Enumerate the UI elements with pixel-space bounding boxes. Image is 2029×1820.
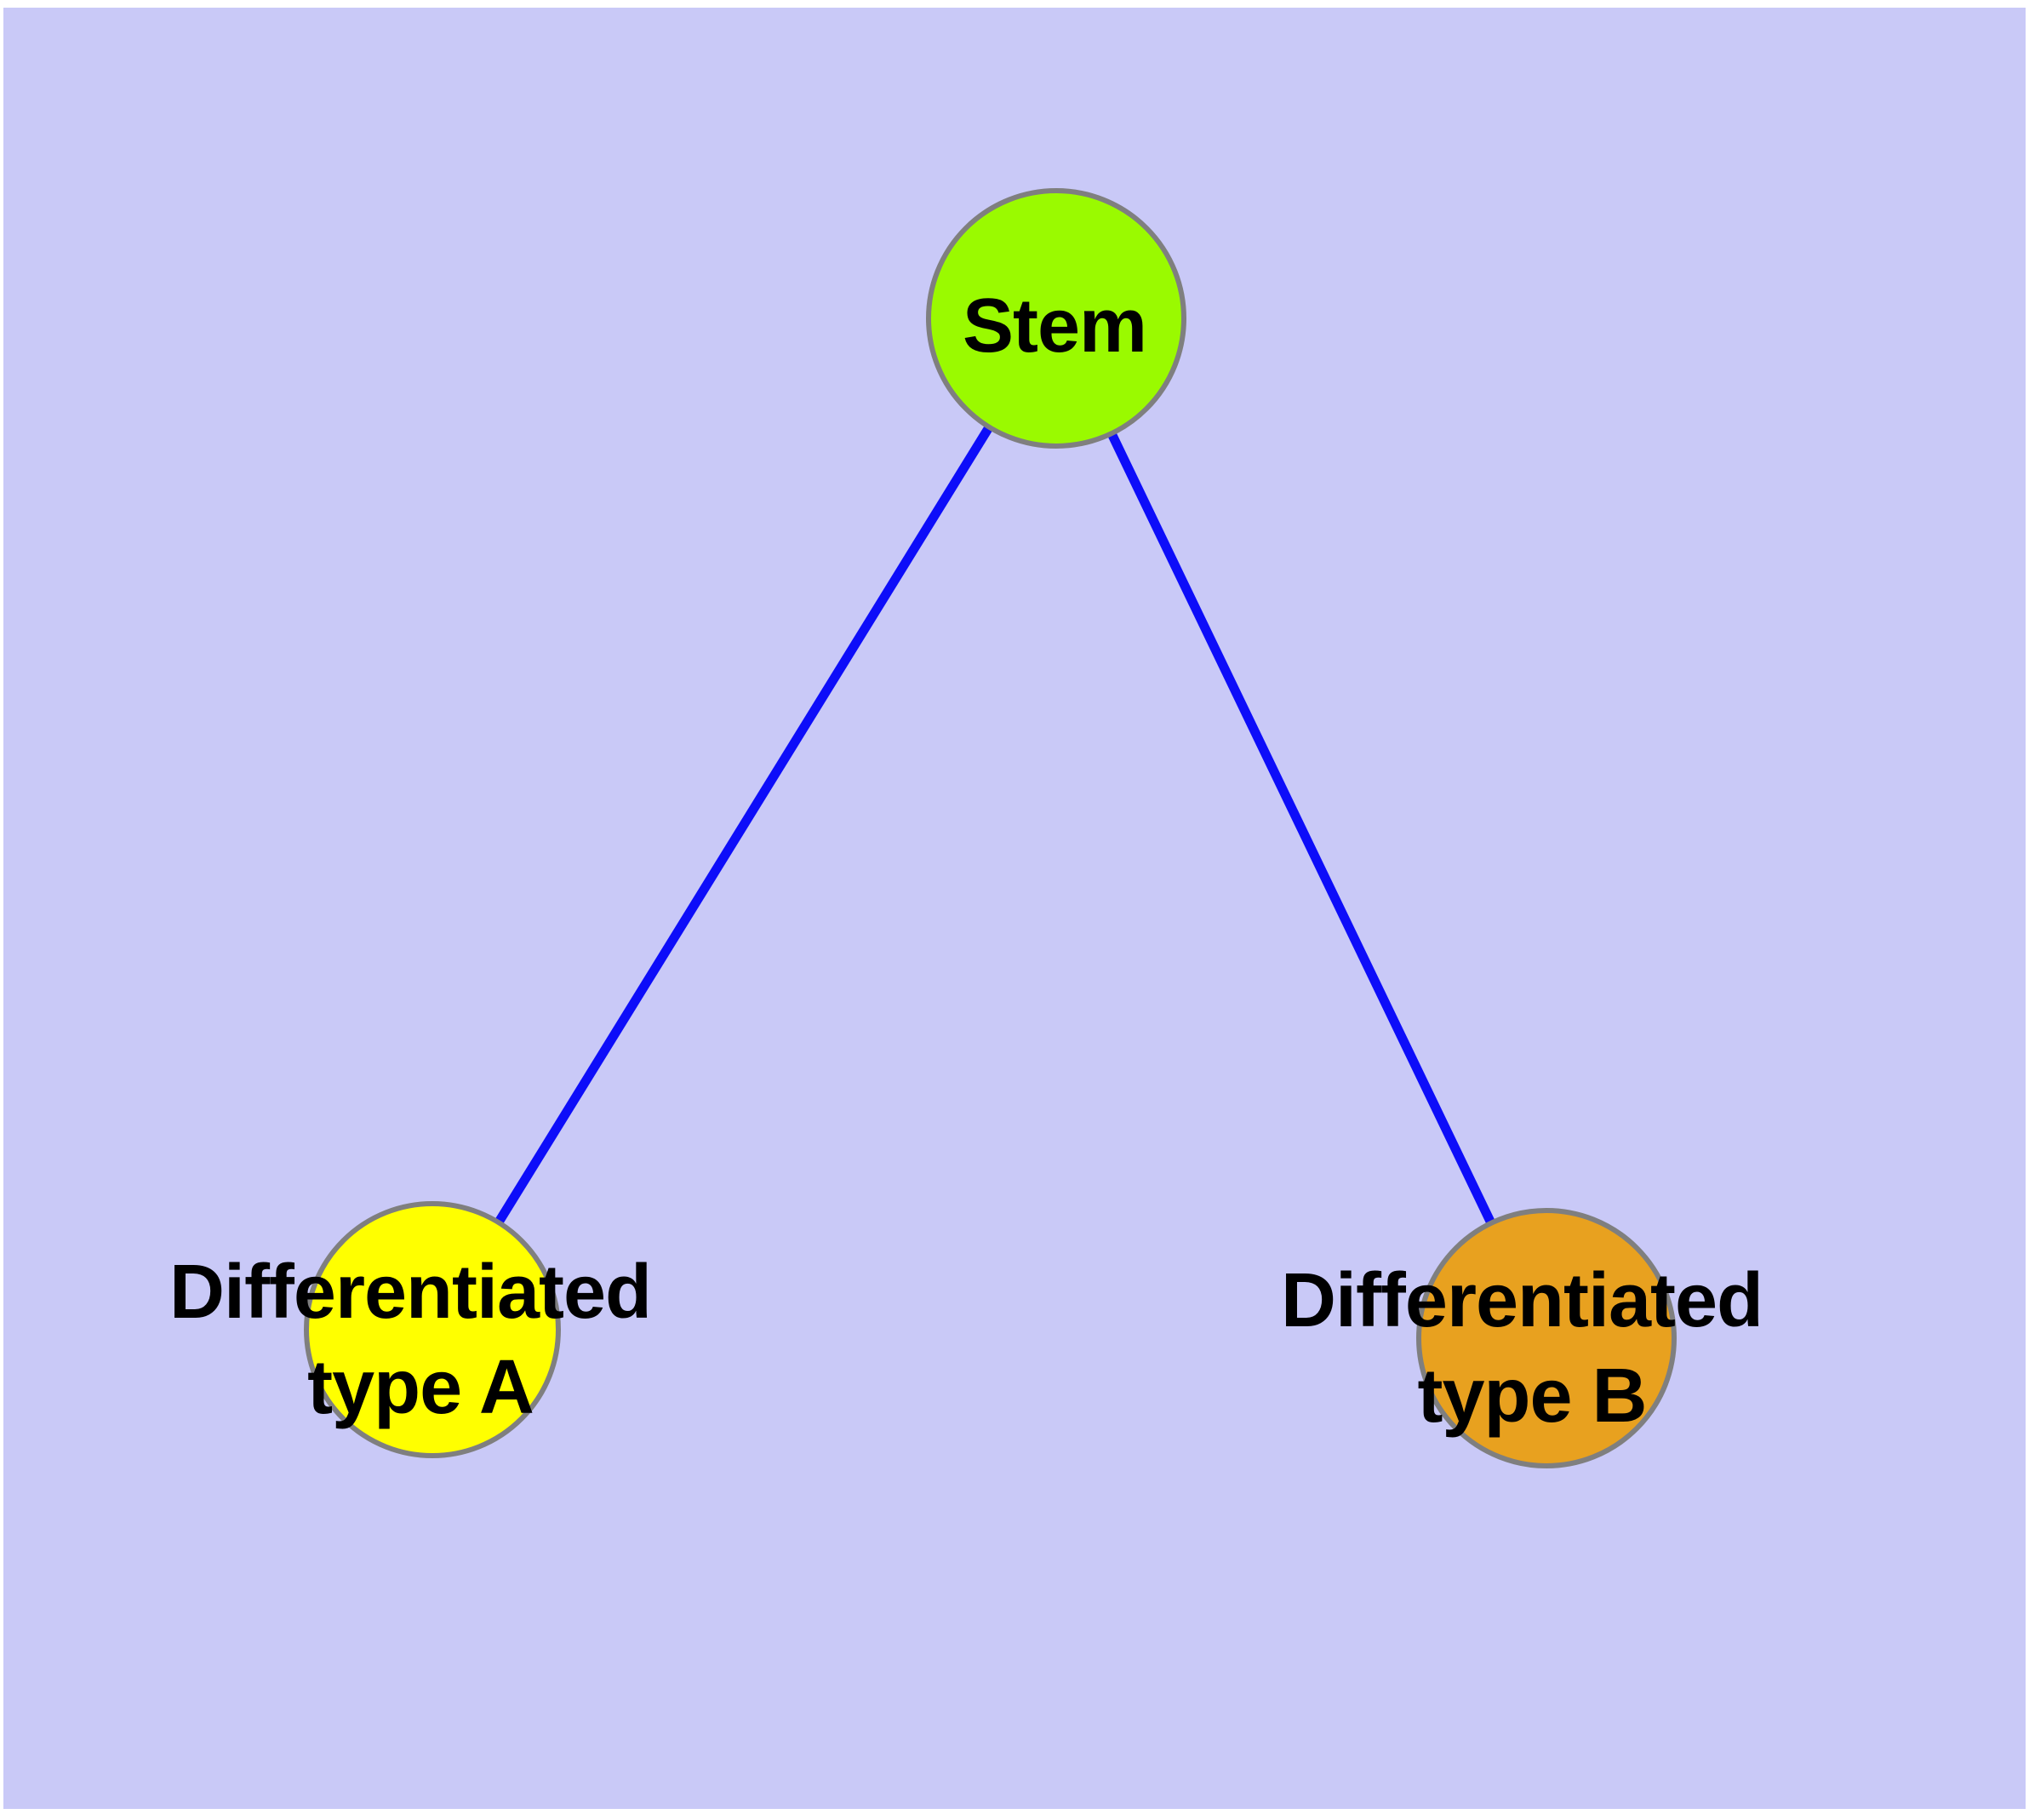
differentiated-type-b-node bbox=[1416, 1208, 1677, 1468]
stem-node bbox=[926, 188, 1186, 449]
stem-node-label: Stem bbox=[963, 283, 1146, 369]
type-a-node-label: Differentiated type A bbox=[169, 1250, 672, 1430]
type-a-label-line2: type A bbox=[307, 1345, 534, 1430]
type-b-label-line1: Differentiated bbox=[1281, 1258, 1763, 1343]
edge-stem-to-type-a bbox=[428, 316, 1060, 1332]
edge-stem-to-type-b bbox=[1052, 316, 1551, 1341]
differentiated-type-a-node bbox=[304, 1201, 561, 1458]
type-a-label-line1: Differentiated bbox=[169, 1250, 651, 1335]
type-b-label-line2: type B bbox=[1417, 1354, 1646, 1439]
type-b-node-label: Differentiated type B bbox=[1281, 1258, 1783, 1439]
